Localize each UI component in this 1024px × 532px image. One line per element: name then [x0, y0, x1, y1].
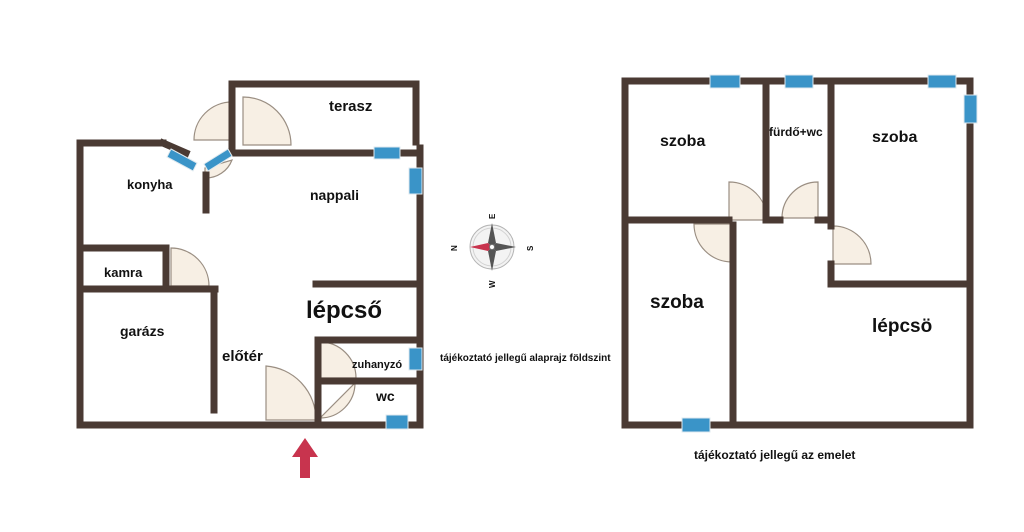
door-pantry[interactable]: [170, 247, 210, 287]
door-terrace-left[interactable]: [193, 101, 233, 141]
door-bathroom[interactable]: [781, 181, 819, 219]
room-label-lepcso-upper: lépcsö: [872, 316, 932, 337]
room-label-eloter: előtér: [222, 348, 263, 365]
upper-floor-caption: tájékoztató jellegű az emelet: [694, 448, 855, 462]
room-label-szoba-left: szoba: [650, 292, 704, 313]
upper-floor-plan: szoba fürdő+wc szoba szoba lépcsö tájéko…: [621, 74, 978, 462]
window-kitchen-diag1: [166, 148, 198, 172]
entrance-arrow-icon: [292, 438, 318, 478]
window-living-top: [373, 146, 401, 160]
room-label-zuhanyzo: zuhanyzó: [352, 359, 402, 371]
compass-label-n: N: [450, 245, 459, 251]
room-label-lepcso: lépcső: [306, 297, 382, 324]
room-label-konyha: konyha: [127, 177, 173, 192]
room-label-furdo-wc: fürdő+wc: [769, 125, 823, 139]
window-kitchen-diag2: [203, 148, 233, 172]
room-label-wc: wc: [375, 388, 395, 404]
door-entrance[interactable]: [265, 365, 317, 421]
window-upper-3: [927, 74, 957, 89]
window-bath-right: [408, 347, 423, 371]
walls-ground: [76, 80, 424, 429]
compass-label-w: W: [488, 280, 497, 288]
window-upper-right: [963, 94, 978, 124]
room-label-szoba-top-right: szoba: [872, 129, 917, 146]
ground-floor-caption: tájékoztató jellegű alaprajz földszint: [440, 353, 611, 364]
windows-upper: [681, 74, 978, 433]
door-shower[interactable]: [319, 341, 357, 379]
window-upper-1: [709, 74, 741, 89]
door-room-top-left[interactable]: [728, 181, 768, 221]
window-wc-bottom: [385, 414, 409, 430]
compass-label-e: E: [488, 213, 497, 219]
window-living-right: [408, 167, 423, 195]
room-label-terasz: terasz: [329, 98, 372, 115]
ground-floor-plan: terasz konyha nappali kamra garázs lépcs…: [76, 80, 611, 478]
door-room-left[interactable]: [693, 223, 733, 263]
door-wc[interactable]: [319, 381, 356, 420]
compass-label-s: S: [526, 245, 535, 251]
room-label-szoba-top-left: szoba: [660, 133, 705, 150]
room-label-nappali: nappali: [310, 187, 359, 203]
windows-ground: [166, 146, 423, 430]
room-label-kamra: kamra: [104, 265, 143, 280]
door-swings-ground: [170, 96, 357, 421]
compass-icon: N E S W: [450, 213, 535, 288]
door-swings-upper: [693, 181, 872, 265]
room-label-garazs: garázs: [120, 323, 165, 339]
window-upper-bottom: [681, 417, 711, 433]
door-terrace-main[interactable]: [242, 96, 292, 146]
door-room-top-right[interactable]: [832, 225, 872, 265]
window-upper-2: [784, 74, 814, 89]
